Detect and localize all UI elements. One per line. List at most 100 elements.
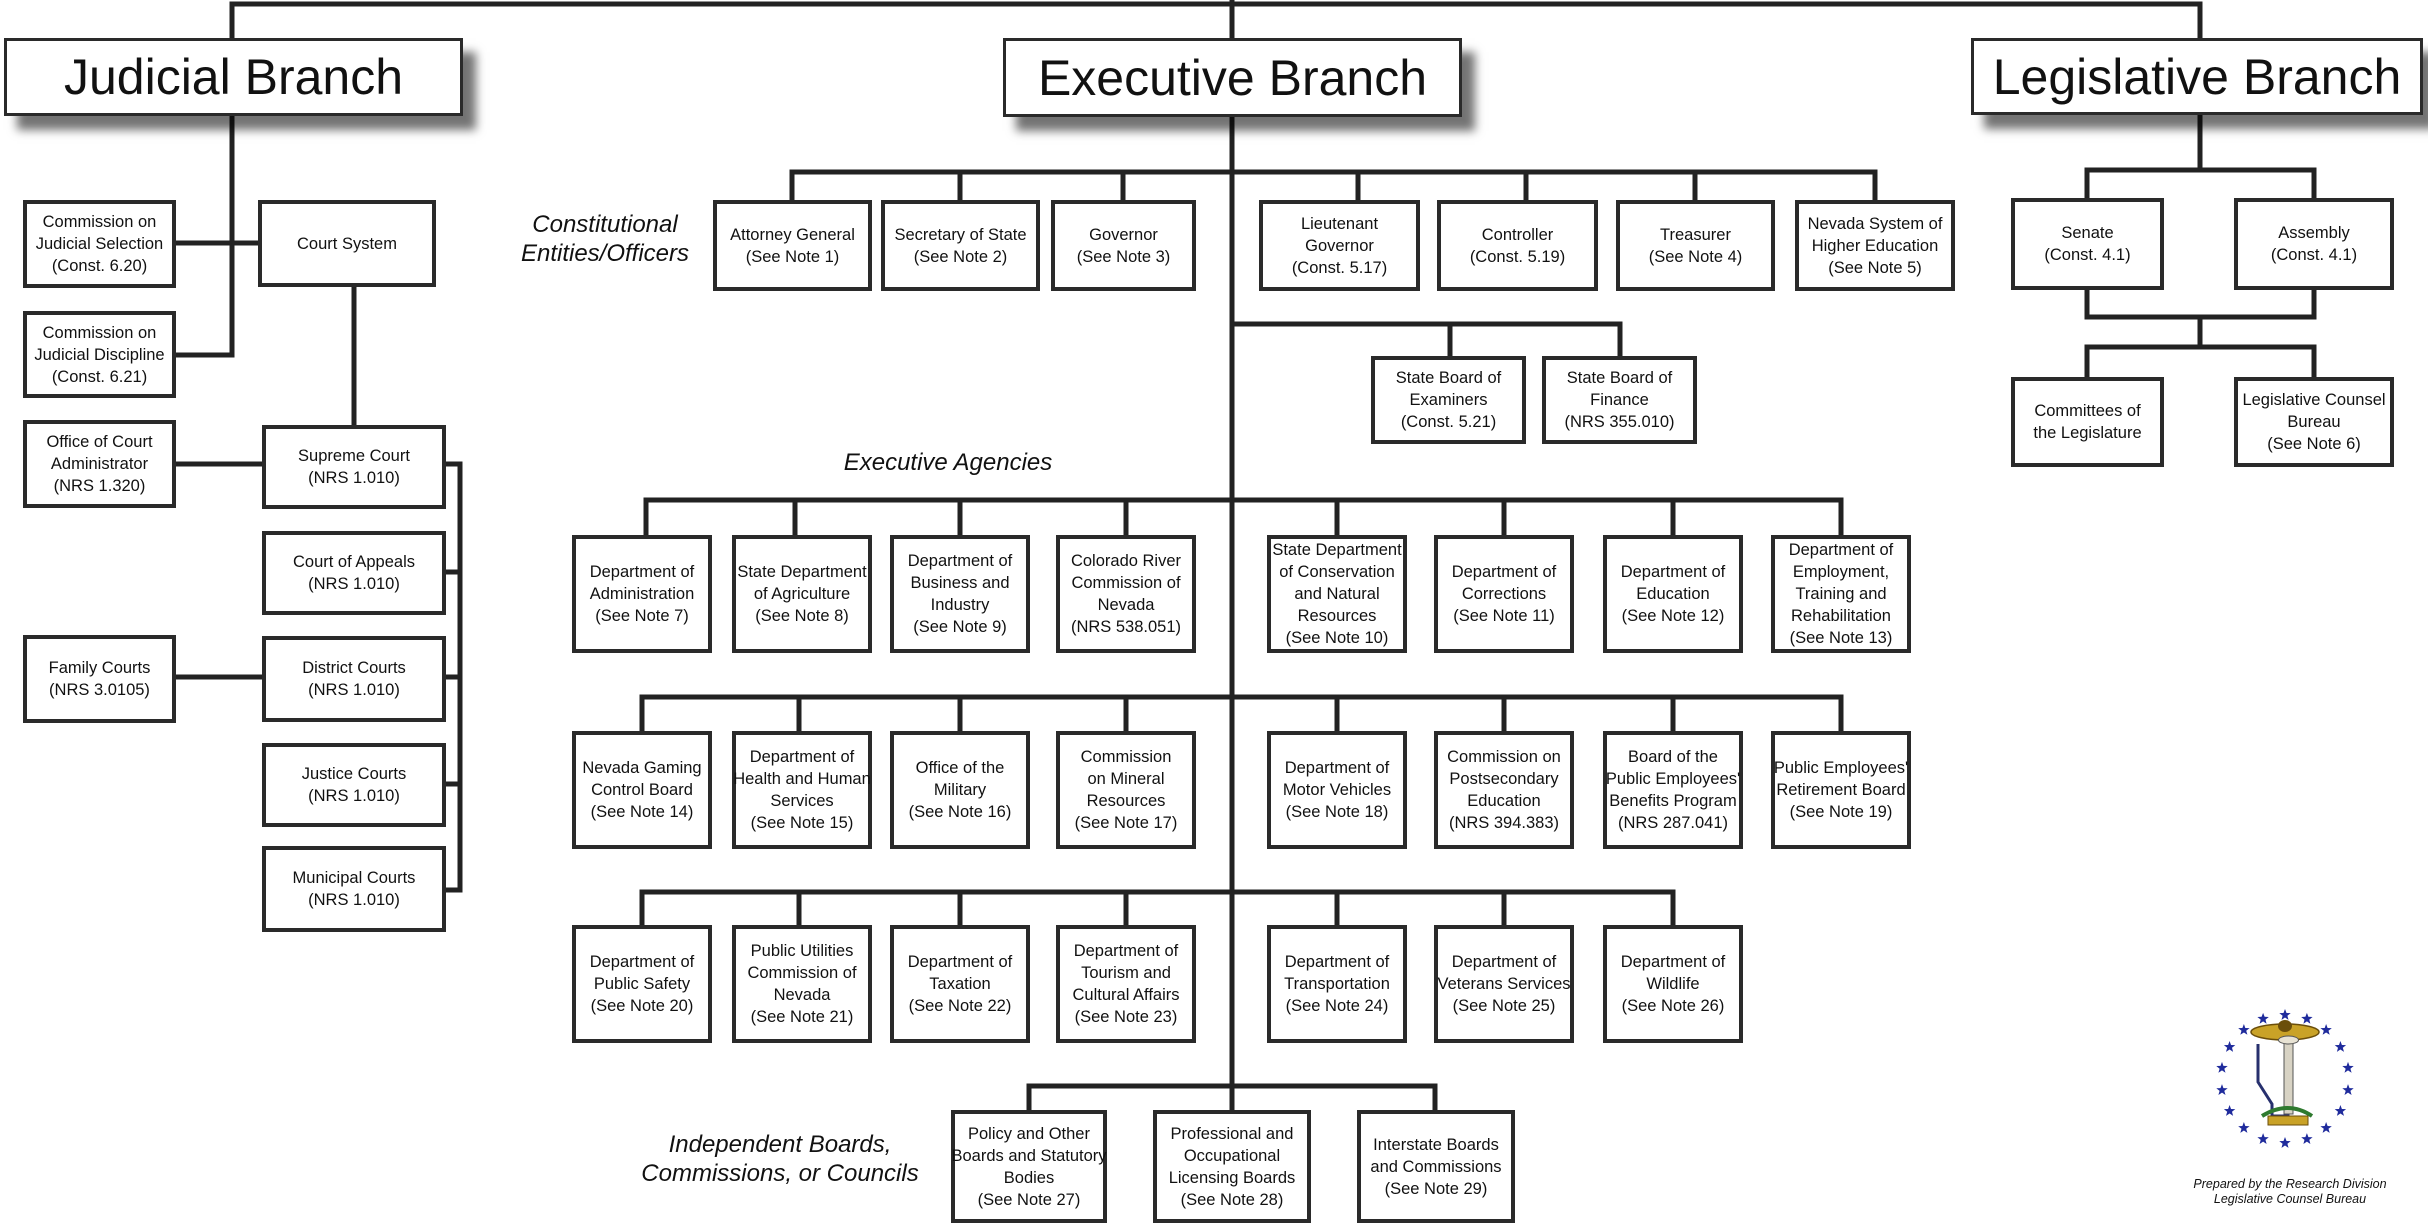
box-text-line: (Const. 4.1) — [2270, 246, 2358, 264]
box-text-line: (See Note 1) — [745, 247, 840, 266]
box-text-line: State Board of — [1566, 369, 1673, 387]
box-text-line: Postsecondary — [1449, 770, 1559, 788]
box-text-line: Education — [1467, 792, 1541, 810]
box-text-line: Nevada — [773, 986, 831, 1004]
box-text-line: (See Note 14) — [590, 803, 694, 821]
box-text-line: Legislative Counsel — [2242, 391, 2386, 409]
box-text-line: Public Utilities — [750, 942, 854, 960]
box-text-line: Governor — [1089, 225, 1158, 244]
family-courts-box: Family Courts(NRS 3.0105) — [23, 635, 176, 723]
box-text-line: on Mineral — [1087, 770, 1165, 788]
box-text-line: Treasurer — [1660, 225, 1731, 244]
box-text-line: Department of — [1284, 759, 1390, 777]
box-text-line: of Agriculture — [753, 585, 851, 603]
interstate-boards-box: Interstate Boards and Commissions (See Not… — [1357, 1110, 1515, 1223]
box-text-line: Department of — [1284, 953, 1390, 971]
box-text-line: (See Note 4) — [1648, 247, 1743, 266]
box-text-line: (NRS 355.010) — [1564, 413, 1675, 431]
box-text-line: Nevada System of — [1807, 214, 1943, 233]
star-icon — [2257, 1133, 2269, 1144]
judicial-branch-box: Judicial Branch — [4, 38, 463, 116]
box-text-line: Occupational — [1183, 1146, 1281, 1165]
box-text-line: Industry — [930, 596, 990, 614]
box-text-line: Retirement Board — [1776, 781, 1906, 799]
box-text-line: (Const. 5.17) — [1291, 258, 1388, 277]
box-text-line: (See Note 13) — [1789, 629, 1893, 647]
star-icon — [2301, 1012, 2313, 1024]
box-text-line: Business and — [910, 574, 1010, 592]
box-text-line: Public Safety — [593, 975, 691, 993]
label-independent-line-2: Commissions, or Councils — [641, 1160, 919, 1187]
star-icon — [2301, 1133, 2313, 1144]
box-text-line: Examiners — [1409, 391, 1488, 409]
box-text-line: Control Board — [591, 781, 693, 799]
box-text-line: (NRS 1.010) — [308, 787, 400, 805]
box-text-line: State Department — [737, 563, 867, 581]
box-text-line: Finance — [1590, 391, 1649, 409]
box-text-line: State Board of — [1395, 369, 1502, 387]
box-text-line: the Legislature — [2033, 424, 2142, 442]
box-text-line: (See Note 24) — [1285, 997, 1389, 1015]
box-text-line: (See Note 12) — [1621, 607, 1725, 625]
box-text-line: (See Note 8) — [755, 607, 849, 625]
box-text-line: and Commissions — [1370, 1157, 1502, 1176]
star-icon — [2238, 1122, 2250, 1133]
box-text-line: Higher Education — [1811, 236, 1939, 255]
box-text-line: (See Note 2) — [913, 247, 1008, 266]
box-text-line: Health and Human — [733, 770, 871, 788]
box-text-line: Commission — [1080, 748, 1172, 766]
dept-transportation-box: Department of Transportation (See Note 24) — [1267, 925, 1407, 1043]
box-text-line: Department of — [1620, 953, 1726, 971]
star-icon — [2279, 1009, 2291, 1020]
seal-stars — [2216, 1009, 2354, 1148]
box-text-line: Department of — [907, 953, 1013, 971]
box-text-line: (Const. 5.21) — [1400, 413, 1497, 431]
label-independent-line-1: Independent Boards, — [668, 1131, 892, 1158]
box-text-line: Commission of — [747, 964, 857, 982]
supreme-court-box: Supreme Court(NRS 1.010) — [262, 425, 446, 509]
box-text-line: Committees of — [2034, 402, 2141, 420]
label-independent-boards: Independent Boards, Commissions, or Coun… — [630, 1130, 930, 1188]
box-text-line: Interstate Boards — [1373, 1135, 1499, 1154]
box-text-line: Bureau — [2287, 413, 2341, 431]
box-text-line: Board of the — [1628, 748, 1718, 766]
star-icon — [2320, 1024, 2332, 1035]
box-text-line: (See Note 19) — [1789, 803, 1893, 821]
label-constitutional-line-2: Entities/Officers — [520, 240, 690, 267]
box-text-line: Department of — [1451, 953, 1557, 971]
justice-courts-box: Justice Courts(NRS 1.010) — [262, 743, 446, 827]
governor-box: Governor(See Note 3) — [1051, 200, 1196, 291]
executive-branch-box: Executive Branch — [1003, 38, 1462, 117]
box-text-line: Services — [770, 792, 834, 810]
star-icon — [2279, 1137, 2291, 1148]
state-board-finance-box: State Board of Finance (NRS 355.010) — [1542, 356, 1697, 444]
box-text-line: Commission of — [1071, 574, 1181, 592]
municipal-courts-box: Municipal Courts(NRS 1.010) — [262, 846, 446, 932]
box-text-line: (See Note 28) — [1180, 1190, 1284, 1209]
box-text-line: Department of — [1620, 563, 1726, 581]
box-text-line: Family Courts — [48, 659, 151, 677]
box-text-line: (NRS 1.010) — [308, 891, 400, 909]
box-text-line: (NRS 1.010) — [308, 575, 400, 593]
box-text-line: (See Note 16) — [908, 803, 1012, 821]
star-icon — [2342, 1084, 2354, 1095]
box-text-line: (See Note 29) — [1384, 1179, 1488, 1198]
box-text-line: Commission on — [1447, 748, 1561, 766]
star-icon — [2320, 1122, 2332, 1133]
box-text-line: Motor Vehicles — [1282, 781, 1392, 799]
box-text-line: Tourism and — [1081, 964, 1171, 982]
box-text-line: Court of Appeals — [293, 553, 415, 571]
box-text-line: Transportation — [1284, 975, 1390, 993]
